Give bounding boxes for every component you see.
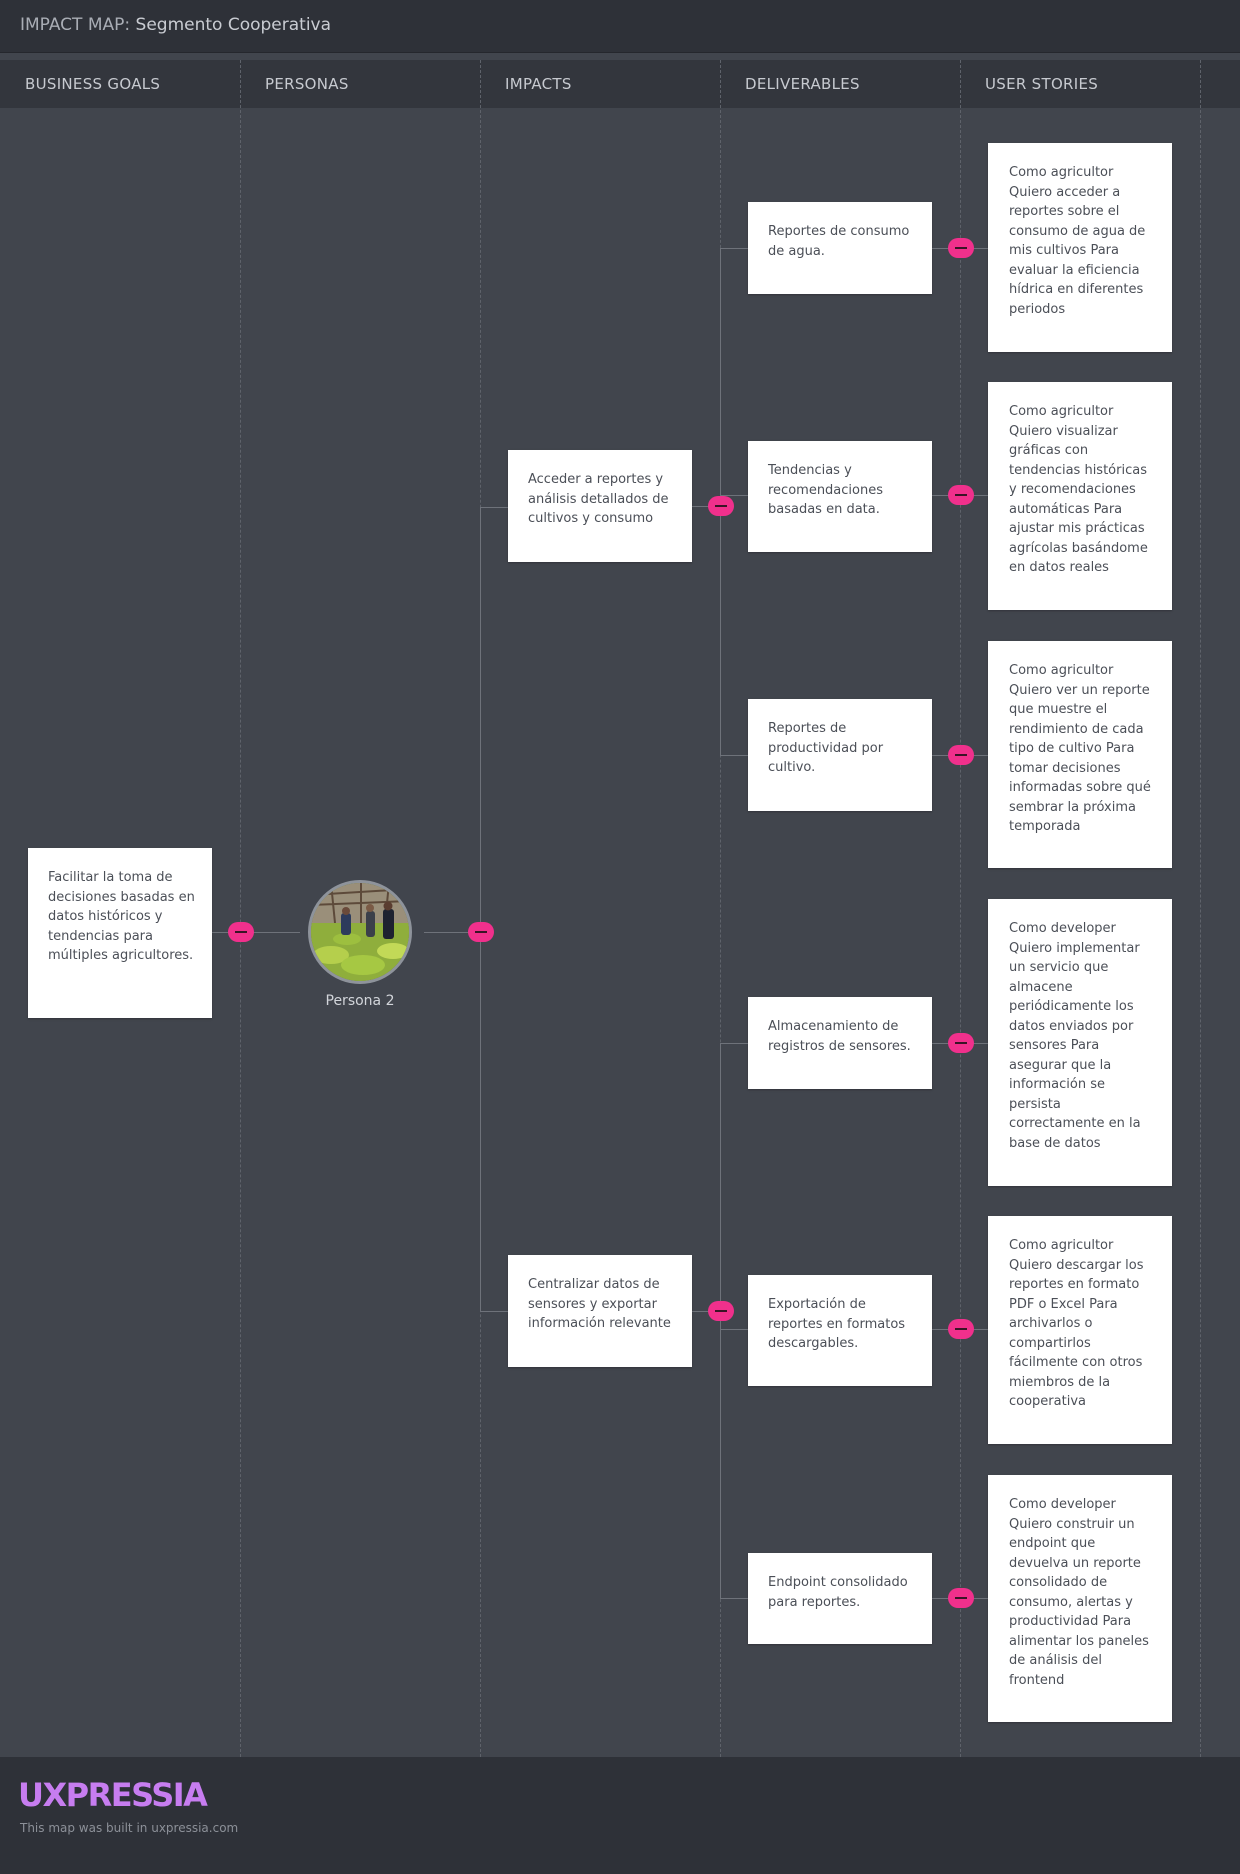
top-bar: IMPACT MAP: Segmento Cooperativa — [0, 0, 1240, 53]
deliverable-card-3[interactable]: Reportes de productividad por cultivo. — [748, 699, 932, 811]
collapse-toggle-impact-2[interactable] — [708, 1301, 734, 1321]
deliverable-card-1[interactable]: Reportes de consumo de agua. — [748, 202, 932, 294]
connector-impact-1 — [480, 507, 508, 508]
connector-impact-2 — [480, 1311, 508, 1312]
connector-persona-impacts — [424, 932, 480, 933]
column-separator — [240, 60, 241, 1757]
column-header-deliverables: DELIVERABLES — [745, 75, 860, 93]
deliverable-card-2[interactable]: Tendencias y recomendaciones basadas en … — [748, 441, 932, 552]
connector-deliverable-3 — [720, 755, 748, 756]
deliverable-text: Almacenamiento de registros de sensores. — [768, 1019, 911, 1054]
deliverable-text: Exportación de reportes en formatos desc… — [768, 1297, 906, 1351]
persona-avatar[interactable] — [308, 880, 412, 984]
footer — [0, 1757, 1240, 1874]
column-separator — [1200, 60, 1201, 1757]
deliverable-text: Tendencias y recomendaciones basadas en … — [768, 463, 884, 517]
collapse-toggle-deliverable-6[interactable] — [948, 1588, 974, 1608]
impact-card-1[interactable]: Acceder a reportes y análisis detallados… — [508, 450, 692, 562]
collapse-toggle-impact-1[interactable] — [708, 496, 734, 516]
impact-card-2[interactable]: Centralizar datos de sensores y exportar… — [508, 1255, 692, 1367]
connector-deliverable-1 — [720, 248, 748, 249]
user-story-card-1[interactable]: Como agricultor Quiero acceder a reporte… — [988, 143, 1172, 352]
business-goal-text: Facilitar la toma de decisiones basadas … — [48, 870, 195, 963]
user-story-text: Como agricultor Quiero descargar los rep… — [1009, 1238, 1144, 1409]
farm-workers-photo-icon — [311, 883, 409, 981]
collapse-toggle-deliverable-2[interactable] — [948, 485, 974, 505]
connector-impact1-deliverables — [692, 506, 720, 507]
deliverable-text: Reportes de productividad por cultivo. — [768, 721, 884, 775]
column-header-bar — [0, 60, 1240, 108]
user-story-text: Como developer Quiero implementar un ser… — [1009, 921, 1141, 1151]
brand-logo[interactable]: UXPRESSIA — [18, 1776, 208, 1814]
deliverable-card-4[interactable]: Almacenamiento de registros de sensores. — [748, 997, 932, 1089]
impact-text: Acceder a reportes y análisis detallados… — [528, 472, 669, 526]
connector-impacts-trunk — [480, 507, 481, 1312]
deliverable-text: Reportes de consumo de agua. — [768, 224, 910, 259]
connector-deliverable-5 — [720, 1329, 748, 1330]
impact-text: Centralizar datos de sensores y exportar… — [528, 1277, 671, 1331]
user-story-card-6[interactable]: Como developer Quiero construir un endpo… — [988, 1475, 1172, 1722]
business-goal-card[interactable]: Facilitar la toma de decisiones basadas … — [28, 848, 212, 1018]
persona-name: Persona 2 — [325, 993, 395, 1009]
connector-impact2-deliverables — [692, 1311, 720, 1312]
column-separator — [960, 60, 961, 1757]
deliverable-card-5[interactable]: Exportación de reportes en formatos desc… — [748, 1275, 932, 1386]
connector-deliverable-4 — [720, 1043, 748, 1044]
column-header-business-goals: BUSINESS GOALS — [25, 75, 161, 93]
user-story-card-4[interactable]: Como developer Quiero implementar un ser… — [988, 899, 1172, 1186]
connector-deliverable-6 — [720, 1598, 748, 1599]
user-story-text: Como agricultor Quiero visualizar gráfic… — [1009, 404, 1148, 575]
column-header-impacts: IMPACTS — [505, 75, 572, 93]
column-header-user-stories: USER STORIES — [985, 75, 1099, 93]
user-story-card-3[interactable]: Como agricultor Quiero ver un reporte qu… — [988, 641, 1172, 868]
connector-deliverables-trunk-2 — [720, 1043, 721, 1599]
map-title-prefix: IMPACT MAP: — [20, 15, 131, 35]
collapse-toggle-deliverable-1[interactable] — [948, 238, 974, 258]
deliverable-text: Endpoint consolidado para reportes. — [768, 1575, 908, 1610]
collapse-toggle-persona[interactable] — [468, 922, 494, 942]
collapse-toggle-goal[interactable] — [228, 922, 254, 942]
column-separator — [720, 60, 721, 1757]
deliverable-card-6[interactable]: Endpoint consolidado para reportes. — [748, 1553, 932, 1644]
user-story-text: Como agricultor Quiero acceder a reporte… — [1009, 165, 1146, 317]
collapse-toggle-deliverable-4[interactable] — [948, 1033, 974, 1053]
connector-deliverable-2 — [720, 495, 748, 496]
user-story-card-5[interactable]: Como agricultor Quiero descargar los rep… — [988, 1216, 1172, 1444]
column-header-personas: PERSONAS — [265, 75, 349, 93]
user-story-text: Como agricultor Quiero ver un reporte qu… — [1009, 663, 1151, 834]
map-title: IMPACT MAP: Segmento Cooperativa — [20, 15, 331, 35]
built-with-link[interactable]: This map was built in uxpressia.com — [20, 1821, 239, 1835]
user-story-card-2[interactable]: Como agricultor Quiero visualizar gráfic… — [988, 382, 1172, 610]
collapse-toggle-deliverable-5[interactable] — [948, 1319, 974, 1339]
user-story-text: Como developer Quiero construir un endpo… — [1009, 1497, 1149, 1688]
map-title-name: Segmento Cooperativa — [135, 15, 332, 35]
connector-goal-persona — [212, 932, 300, 933]
collapse-toggle-deliverable-3[interactable] — [948, 745, 974, 765]
